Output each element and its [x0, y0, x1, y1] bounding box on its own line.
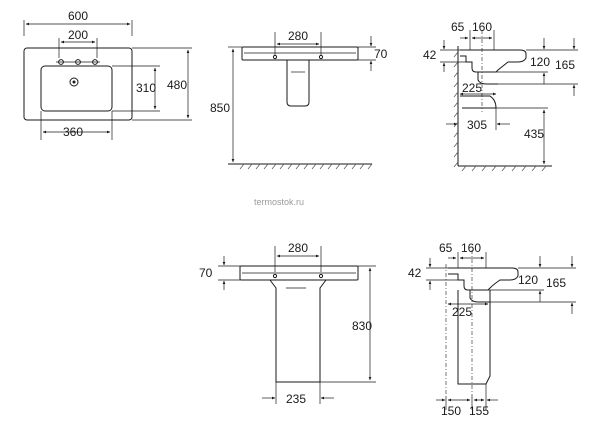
dim-65: 65	[439, 241, 453, 255]
fixing-point-right	[318, 273, 324, 279]
dim-225: 225	[462, 81, 482, 95]
dim-fixing-spacing: 280	[288, 29, 308, 43]
front-view-wall-hung: 280 70 850	[210, 29, 388, 170]
dim-160: 160	[472, 20, 492, 34]
basin-profile	[448, 267, 519, 291]
dim-150: 150	[441, 404, 461, 418]
dim-42: 42	[408, 266, 422, 280]
dim-total-height: 830	[352, 319, 372, 333]
dim-fixing-spacing: 280	[288, 241, 308, 255]
dim-225: 225	[452, 305, 472, 319]
bowl-outline	[40, 65, 113, 112]
overflow-profile	[469, 290, 490, 303]
trap-profile	[460, 95, 497, 109]
dim-depth: 480	[167, 78, 187, 92]
dim-120: 120	[518, 273, 538, 287]
trap-cover	[286, 60, 310, 107]
dim-tap-spacing: 200	[68, 28, 88, 42]
side-view-pedestal: 65 160 42 120 165 225 150 155	[408, 241, 576, 418]
fixing-point-left	[272, 273, 278, 279]
dim-120: 120	[530, 55, 550, 69]
dim-155: 155	[469, 404, 489, 418]
drain-hole	[69, 77, 79, 87]
dim-160: 160	[461, 241, 481, 255]
pedestal-column	[269, 279, 327, 383]
basin-outline	[23, 47, 133, 121]
wall-hatch	[453, 51, 459, 168]
dim-435: 435	[524, 127, 544, 141]
dim-pedestal-width: 235	[286, 392, 306, 406]
top-view: 600 200 310 480 360	[23, 9, 192, 140]
watermark: termostok.ru	[254, 197, 304, 207]
dim-65: 65	[451, 20, 465, 34]
dim-mount-height: 850	[210, 101, 230, 115]
basin-profile	[460, 49, 527, 73]
side-view-wall-hung: 65 160 42 120 165 225 305 435	[423, 20, 578, 172]
fixing-point-left	[272, 54, 278, 60]
drain-center	[72, 80, 76, 84]
dim-42: 42	[423, 48, 437, 62]
basin-front	[241, 46, 359, 61]
basin-front	[239, 265, 359, 281]
dim-bowl-width: 360	[63, 125, 83, 139]
dim-overall-width: 600	[68, 9, 88, 23]
front-view-pedestal: 280 70 830 235	[199, 241, 376, 406]
dim-bowl-depth: 310	[136, 81, 156, 95]
dim-rim-height: 70	[199, 266, 213, 280]
floor-hatch	[461, 165, 547, 172]
overflow-profile	[477, 72, 498, 85]
dim-rim-height: 70	[374, 47, 388, 61]
fixing-point-right	[318, 54, 324, 60]
dim-165: 165	[555, 58, 575, 72]
dim-165: 165	[546, 276, 566, 290]
dim-305: 305	[467, 118, 487, 132]
floor-hatch	[239, 163, 373, 170]
